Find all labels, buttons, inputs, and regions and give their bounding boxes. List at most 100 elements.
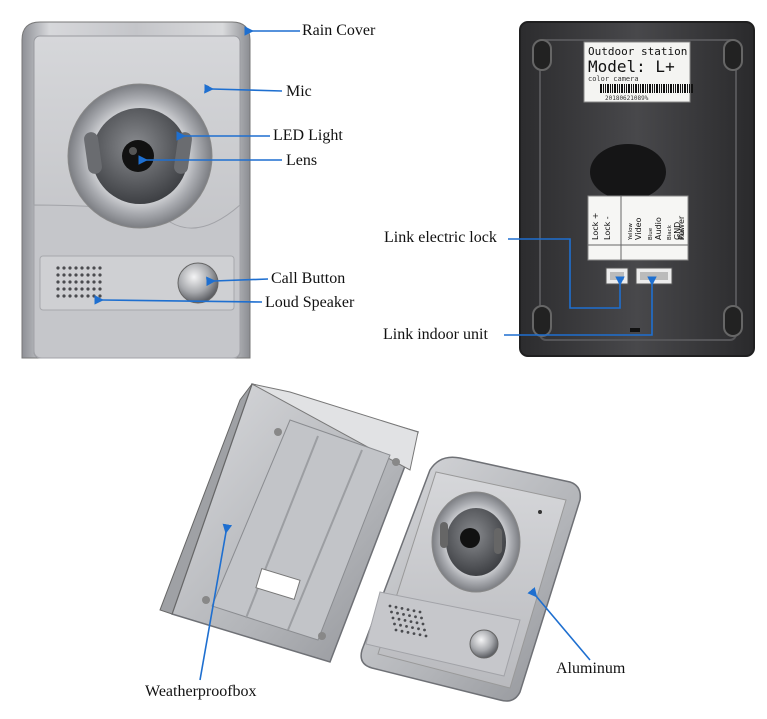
grill-hole [86,294,90,298]
angled-speaker-grill [388,604,428,638]
barcode-bar [652,84,653,93]
mount-slot [532,305,552,337]
barcode-bar [642,84,644,93]
grill-hole [56,273,60,277]
angled-unit [360,456,582,702]
grill-hole [86,287,90,291]
barcode-bar [614,84,616,93]
grill-hole [98,266,102,270]
barcode-bar [619,84,620,93]
led-right [174,132,192,174]
grill-hole [405,625,408,628]
grill-hole [74,280,78,284]
grill-hole [68,280,72,284]
terminal-label [587,195,689,261]
plate-serial: 20180621089% [605,95,649,102]
barcode-bar [640,84,641,93]
mount-slot [723,305,743,337]
grill-hole [74,273,78,277]
box-slot [255,567,301,601]
barcode-bar [673,84,674,93]
barcode-bar [670,84,672,93]
grill-hole [86,280,90,284]
grill-hole [394,628,398,632]
terminal-name: Audio [654,217,663,240]
barcode-bar [610,84,611,93]
barcode-bar [659,84,660,93]
grill-hole [402,613,405,616]
terminal-name: Black [667,224,673,240]
grill-hole [390,610,393,614]
grill-hole [412,609,416,613]
barcode-bar [677,84,679,93]
label-weatherproof-box: Weatherproofbox [145,683,257,700]
grill-hole [400,607,404,610]
barcode-bar [626,84,627,93]
grill-hole [394,605,398,609]
barcode-bar [675,84,676,93]
barcode-bar [635,84,637,93]
label-mic: Mic [286,83,312,100]
terminal-name: Video [634,217,643,240]
barcode-bar [684,84,686,93]
barcode-bar [605,84,606,93]
barcode [600,84,693,93]
barcode-bar [691,84,693,93]
label-aluminum: Aluminum [556,660,626,677]
grill-hole [98,280,102,284]
grill-hole [86,266,90,270]
grill-hole [92,294,96,298]
grill-hole [414,615,417,619]
mic-hole [204,85,210,91]
plate-subtitle: color camera [588,75,639,83]
barcode-bar [666,84,667,93]
grill-hole [80,266,84,270]
label-rain-cover: Rain Cover [302,22,376,39]
back-view: Outdoor station Model: L+ color camera 2… [519,21,755,357]
plate-title: Outdoor station [588,45,687,58]
weatherproof-box [159,383,419,663]
barcode-bar [687,84,688,93]
grill-hole [98,273,102,277]
grill-hole [80,273,84,277]
label-lens: Lens [286,152,318,169]
barcode-bar [612,84,613,93]
barcode-bar [624,84,625,93]
grill-hole [421,622,425,626]
grill-hole [74,294,78,298]
label-call-button: Call Button [271,270,346,287]
grill-hole [417,627,420,631]
grill-hole [98,287,102,291]
terminal-name: GND [673,222,682,240]
barcode-bar [631,84,632,93]
pointer-arrows [94,26,657,681]
grill-hole [388,604,392,608]
label-link-indoor-unit: Link indoor unit [383,326,488,343]
grill-hole [68,273,72,277]
grill-hole [80,287,84,291]
grill-hole [397,617,401,621]
terminal-name: Lock - [603,216,612,240]
barcode-bar [680,84,681,93]
barcode-bar [647,84,648,93]
grill-hole [62,294,66,298]
grill-hole [62,266,66,270]
label-link-electric-lock: Link electric lock [384,229,497,246]
grill-hole [399,623,402,627]
barcode-bar [628,84,630,93]
barcode-bar [649,84,651,93]
back-hole [590,144,666,200]
lens-shape [122,140,154,172]
barcode-bar [607,84,609,93]
grill-hole [408,614,411,617]
grill-hole [80,280,84,284]
grill-hole [391,616,395,620]
barcode-bar [689,84,690,93]
call-button-shape [177,262,219,304]
grill-hole [92,287,96,291]
barcode-bar [633,84,634,93]
grill-hole [98,294,102,298]
barcode-bar [603,84,604,93]
mount-slot [532,39,552,71]
